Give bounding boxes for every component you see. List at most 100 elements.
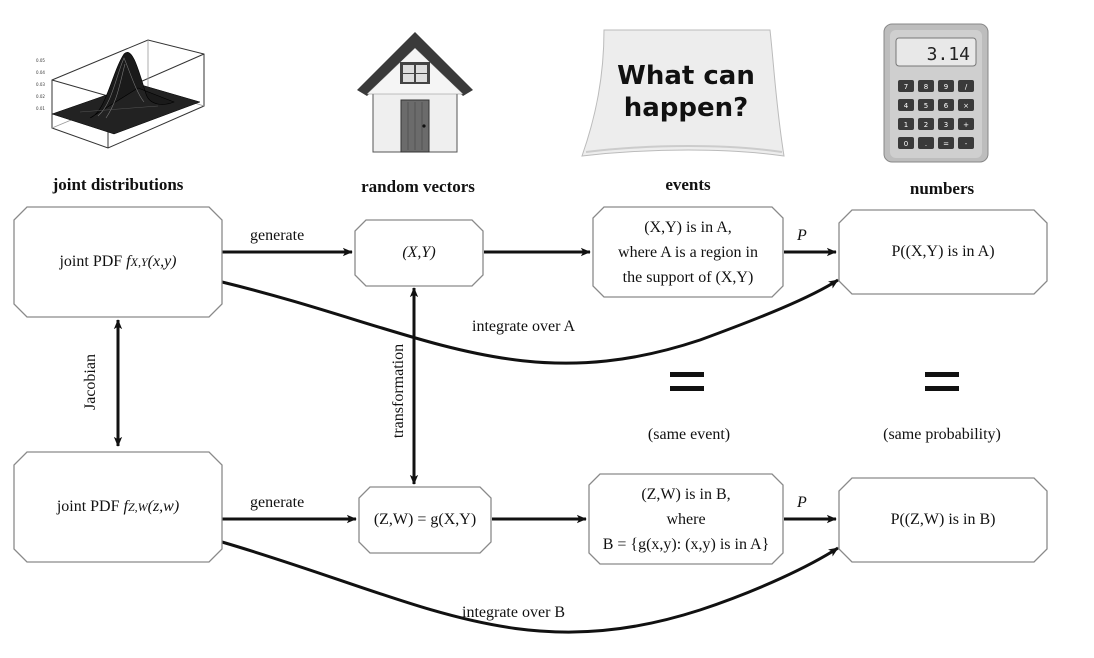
box-frame-rv-xy: (X,Y) <box>354 219 484 287</box>
calculator-key <box>938 118 954 130</box>
pdf-f-zw: f <box>123 498 128 515</box>
event-b-line2: where <box>666 510 706 528</box>
svg-text:What can: What can <box>617 61 755 91</box>
svg-text:happen?: happen? <box>624 93 749 123</box>
pdf-prefix-zw: joint PDF <box>56 498 120 515</box>
calculator-key-label: 7 <box>904 83 908 91</box>
svg-text:0.05: 0.05 <box>36 58 45 63</box>
what-can-happen-note-icon: What can happen? <box>581 29 785 157</box>
box-frame-event-b: (Z,W) is in B, where B = {g(x,y): (x,y) … <box>588 473 784 565</box>
calculator-key-label: / <box>965 83 968 91</box>
event-b: (Z,W) is in B, where B = {g(x,y): (x,y) … <box>588 473 784 565</box>
calculator-key-label: 1 <box>904 121 908 129</box>
box-frame-prob-a: P((X,Y) is in A) <box>838 209 1048 295</box>
calculator-key <box>918 80 934 92</box>
arrow-integrate-top <box>221 278 839 365</box>
heading-joint-distributions: joint distributions <box>52 175 184 194</box>
prob-a-text: P((X,Y) is in A) <box>891 243 995 260</box>
event-b-line3: B = {g(x,y): (x,y) is in A} <box>602 535 770 553</box>
3d-surface-plot-icon: 0.05 0.04 0.03 0.02 0.01 <box>36 39 205 149</box>
probability-b: P((Z,W) is in B) <box>838 477 1048 563</box>
calculator-key-label: 2 <box>924 121 928 129</box>
calculator-key <box>958 80 974 92</box>
calculator-key-label: 4 <box>904 102 909 110</box>
caption-same-probability: (same probability) <box>883 426 1001 443</box>
random-vector-xy: (X,Y) <box>354 219 484 287</box>
probability-a: P((X,Y) is in A) <box>838 209 1048 295</box>
svg-text:0.04: 0.04 <box>36 70 45 75</box>
pdf-f: f <box>126 253 131 270</box>
calculator-key <box>938 80 954 92</box>
p-bottom-text: P <box>797 494 807 511</box>
heading-random-vectors: random vectors <box>361 177 475 196</box>
calculator-icon: 3.14 7 8 9 / 4 5 6 × 1 2 3 +0. = - <box>883 23 989 163</box>
calculator-key <box>918 99 934 111</box>
label-integrate-top: integrate over A <box>472 318 576 335</box>
calculator-key <box>958 137 974 149</box>
heading-numbers: numbers <box>909 179 975 198</box>
label-generate-bottom: generate <box>250 494 305 511</box>
calculator-key-label: 8 <box>924 83 928 91</box>
box-frame-prob-b: P((Z,W) is in B) <box>838 477 1048 563</box>
calculator-key <box>938 99 954 111</box>
pdf-arg: (x,y) <box>147 253 177 270</box>
svg-text:3.14: 3.14 <box>927 44 970 65</box>
equals-sign-numbers <box>925 372 959 392</box>
event-a-line3: the support of (X,Y) <box>622 268 754 286</box>
calculator-key-label: × <box>963 102 969 110</box>
calculator-key-label: - <box>965 140 968 148</box>
pdf-sub: X,Y <box>130 254 148 269</box>
calculator-key-label: + <box>963 121 969 129</box>
calculator-key-label: 9 <box>944 83 948 91</box>
calculator-key <box>898 99 914 111</box>
house-icon <box>357 32 473 153</box>
heading-events: events <box>665 175 711 194</box>
pdf-sub-zw: Z,W <box>127 499 148 514</box>
label-integrate-bottom: integrate over B <box>462 604 566 621</box>
pdf-prefix: joint PDF <box>59 253 123 270</box>
event-b-line1: (Z,W) is in B, <box>641 485 731 503</box>
event-a-line1: (X,Y) is in A, <box>644 218 732 236</box>
calculator-key-label: 3 <box>944 121 948 129</box>
svg-text:0.01: 0.01 <box>36 106 45 111</box>
calculator-key <box>918 118 934 130</box>
calculator-key-label: = <box>943 140 949 148</box>
rv-zw-text: (Z,W) = g(X,Y) <box>373 511 477 528</box>
rv-xy-text: (X,Y) <box>402 244 436 261</box>
calculator-key <box>938 137 954 149</box>
prob-b-text: P((Z,W) is in B) <box>890 511 996 528</box>
box-frame-event-a: (X,Y) is in A, where A is a region in th… <box>592 206 784 298</box>
calculator-key-label: 5 <box>924 102 928 110</box>
calculator-key <box>898 80 914 92</box>
p-top-text: P <box>797 227 807 244</box>
svg-text:0.02: 0.02 <box>36 94 45 99</box>
label-p-bottom: P <box>797 494 807 512</box>
pdf-arg-zw: (z,w) <box>147 498 180 515</box>
label-generate-top: generate <box>250 227 305 244</box>
caption-same-event: (same event) <box>647 426 731 443</box>
event-a-line2: where A is a region in <box>618 243 758 261</box>
label-p-top: P <box>797 227 807 245</box>
calculator-key <box>898 118 914 130</box>
calculator-key-label: 0 <box>904 140 908 148</box>
calculator-key <box>958 99 974 111</box>
label-jacobian: Jacobian <box>82 354 99 410</box>
calculator-key <box>918 137 934 149</box>
calculator-key <box>958 118 974 130</box>
label-transformation: transformation <box>390 343 407 439</box>
svg-text:0.03: 0.03 <box>36 82 45 87</box>
event-a: (X,Y) is in A, where A is a region in th… <box>592 206 784 298</box>
arrow-integrate-bottom <box>221 540 839 634</box>
calculator-key <box>898 137 914 149</box>
box-frame-rv-zw: (Z,W) = g(X,Y) <box>358 486 492 554</box>
random-vector-zw: (Z,W) = g(X,Y) <box>358 486 492 554</box>
calculator-key-label: 6 <box>944 102 949 110</box>
calculator-key-label: . <box>925 140 927 148</box>
equals-sign-events <box>670 372 704 392</box>
